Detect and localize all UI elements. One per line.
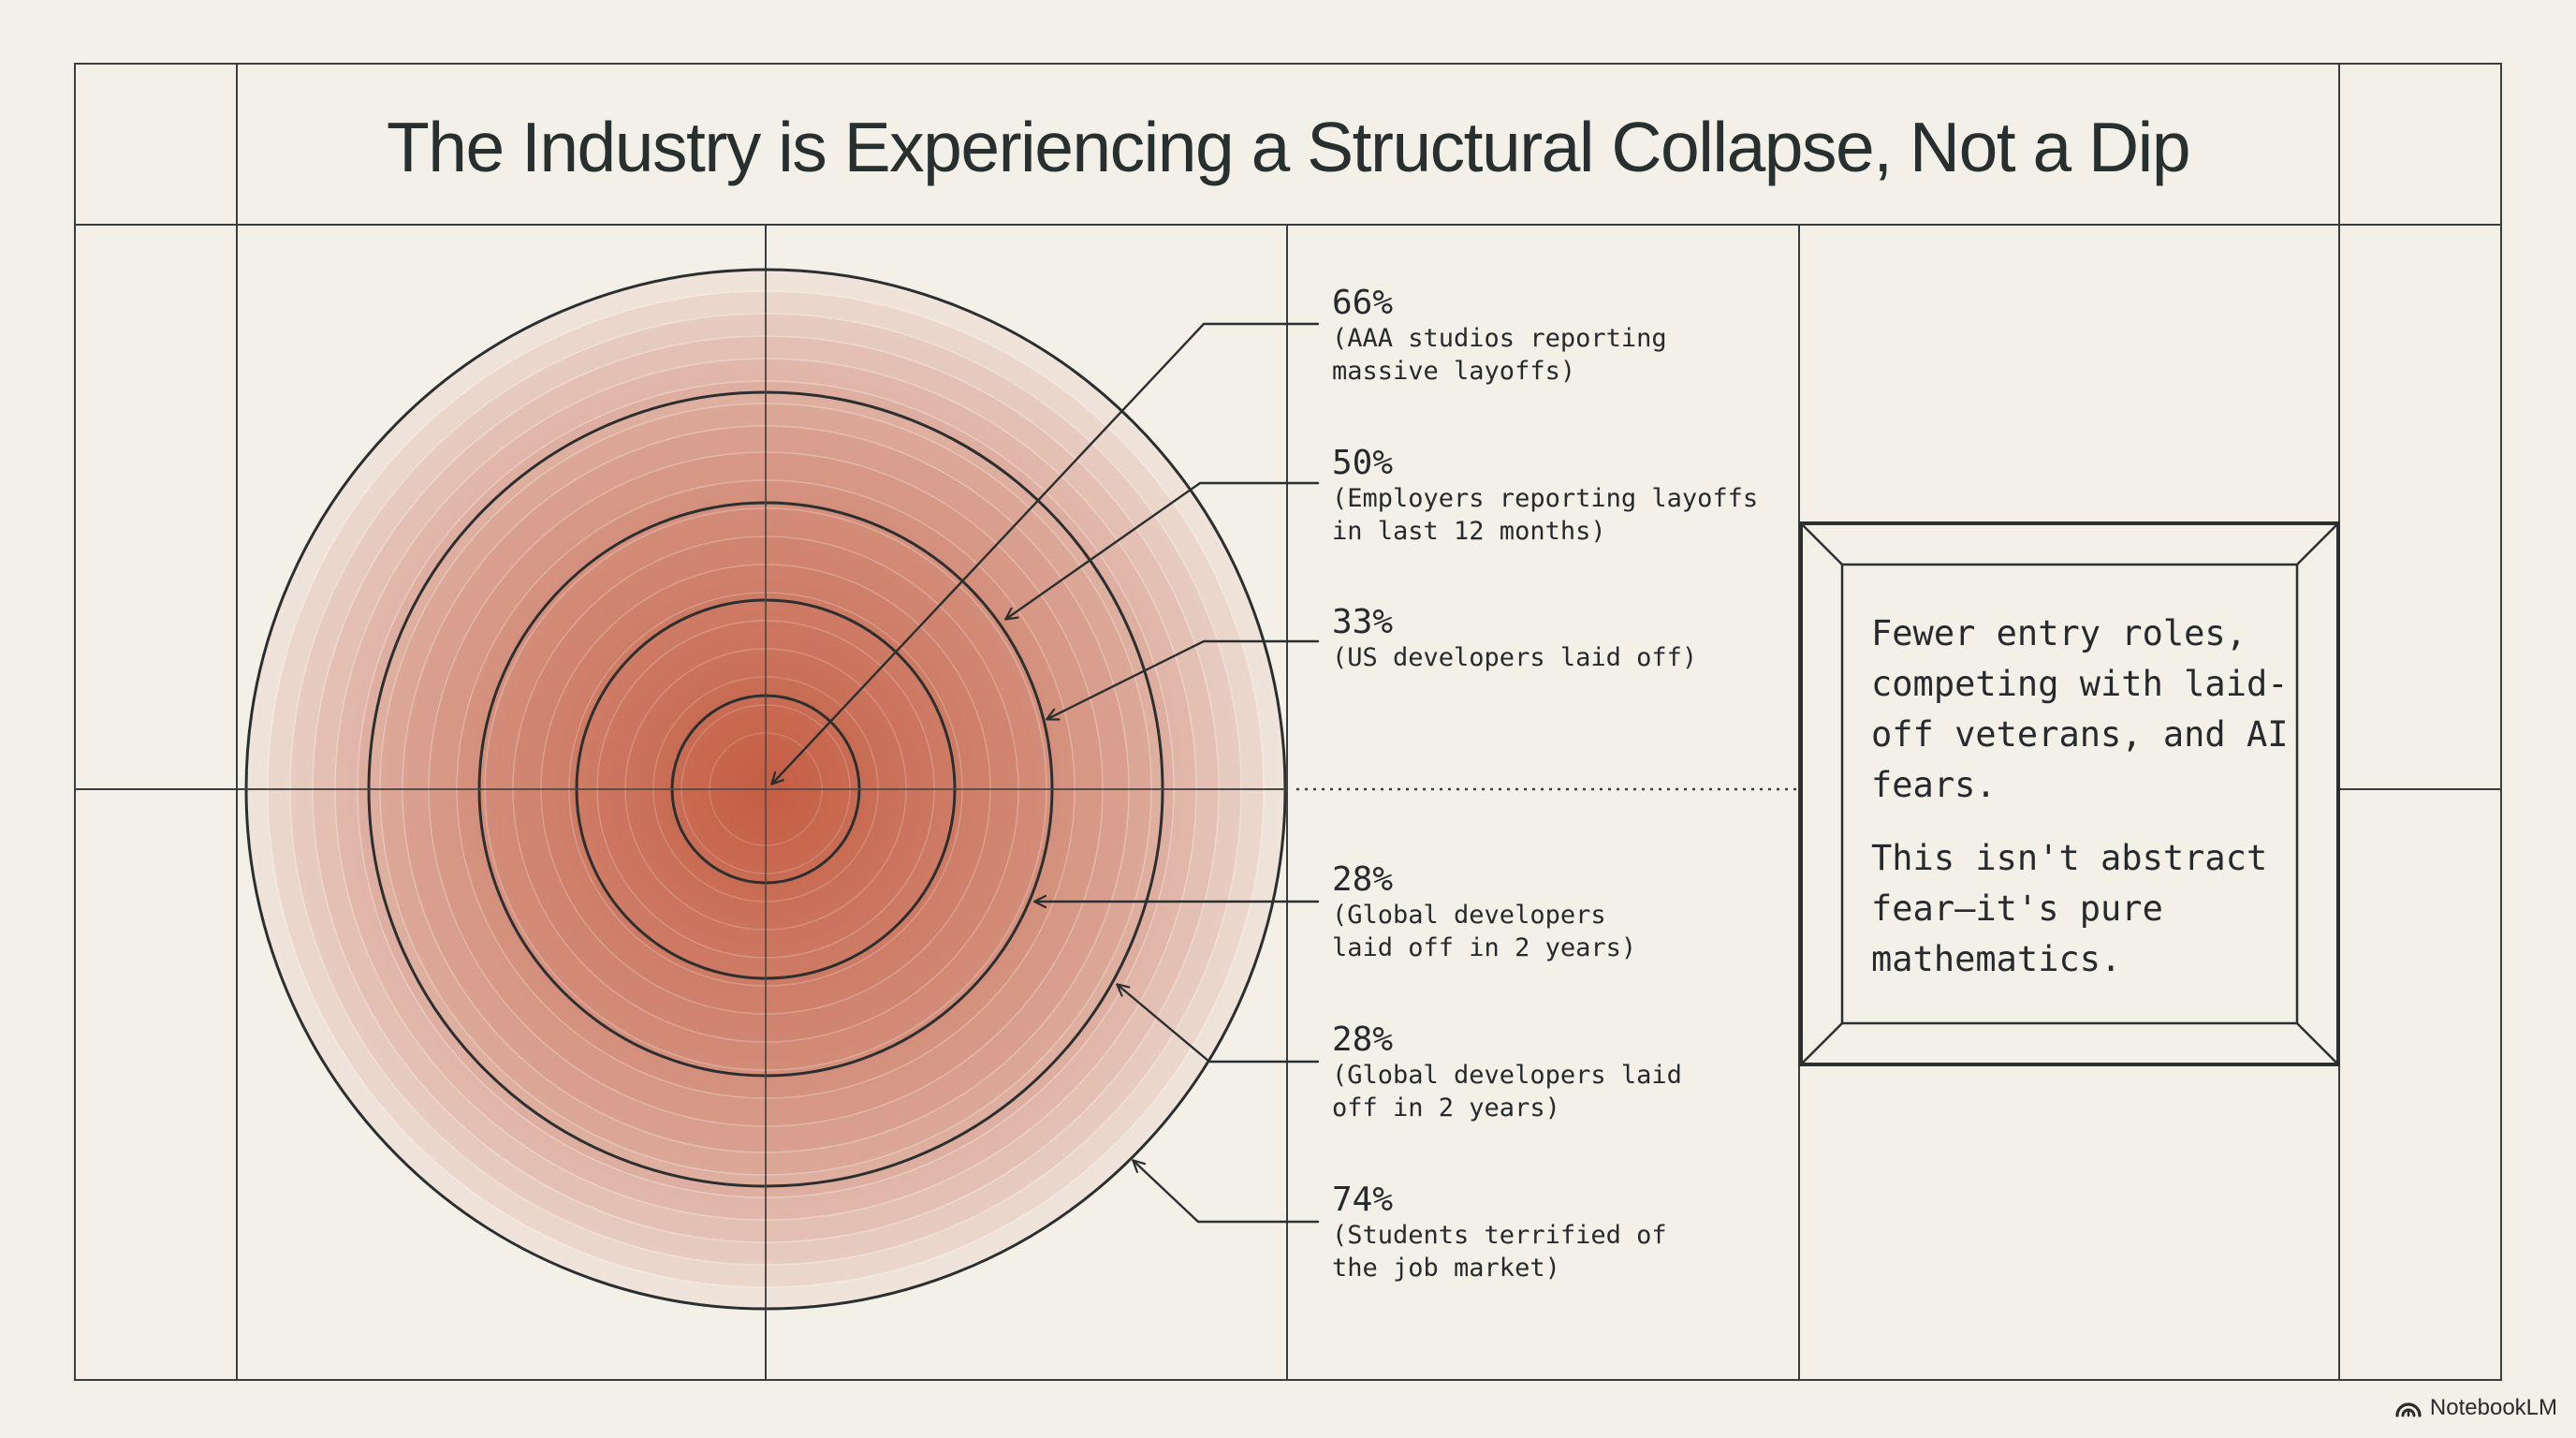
stat-employers: 50% (Employers reporting layoffs in last… [1332, 445, 1819, 548]
arrow-66 [772, 322, 1320, 784]
note-frame [1799, 521, 2340, 1066]
arrow-50 [1006, 481, 1320, 619]
stat-caption: (AAA studios reporting massive layoffs) [1332, 324, 1667, 386]
stat-global-developers-1: 28% (Global developers laid off in 2 yea… [1332, 861, 1819, 964]
stat-caption: (Students terrified of the job market) [1332, 1221, 1667, 1283]
brand-watermark: NotebookLM [2394, 1395, 2557, 1421]
stat-us-developers: 33% (US developers laid off) [1332, 604, 1819, 674]
stat-caption: (Global developers laid off in 2 years) [1332, 1061, 1682, 1123]
arrow-28b [1118, 985, 1320, 1064]
stat-global-developers-2: 28% (Global developers laid off in 2 yea… [1332, 1021, 1819, 1124]
stat-value: 50% [1332, 444, 1394, 482]
radial-diagram [242, 265, 1290, 1313]
stat-value: 74% [1332, 1181, 1394, 1219]
callout-arrows [772, 322, 1320, 1224]
stat-value: 66% [1332, 284, 1394, 322]
stat-value: 33% [1332, 603, 1394, 641]
stat-aaa-studios: 66% (AAA studios reporting massive layof… [1332, 285, 1819, 388]
stat-value: 28% [1332, 860, 1394, 899]
notebooklm-logo-icon [2395, 1402, 2422, 1417]
note-line-2: This isn't abstract fear—it's pure mathe… [1871, 838, 2268, 979]
stat-caption: (US developers laid off) [1332, 643, 1698, 672]
stat-caption: (Global developers laid off in 2 years) [1332, 901, 1637, 962]
stat-value: 28% [1332, 1020, 1394, 1059]
stat-caption: (Employers reporting layoffs in last 12 … [1332, 484, 1759, 546]
note-box: Fewer entry roles, competing with laid-o… [1871, 609, 2311, 985]
arrow-33 [1047, 639, 1320, 719]
page-title: The Industry is Experiencing a Structura… [386, 108, 2191, 186]
note-line-1: Fewer entry roles, competing with laid-o… [1871, 613, 2289, 805]
brand-name: NotebookLM [2429, 1395, 2557, 1420]
stat-students: 74% (Students terrified of the job marke… [1332, 1181, 1819, 1284]
arrow-74 [1134, 1161, 1320, 1224]
